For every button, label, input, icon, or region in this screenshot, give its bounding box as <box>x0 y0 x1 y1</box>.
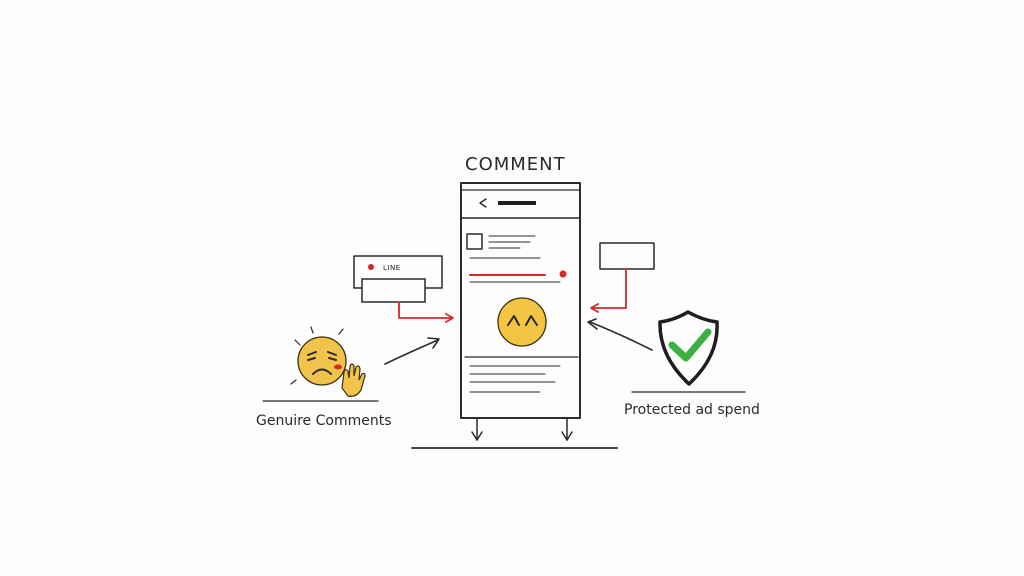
happy-face-icon <box>497 297 547 347</box>
left-caption: Genuire Comments <box>256 413 392 429</box>
header-title-bar <box>498 201 536 205</box>
diagram-title: COMMENT <box>465 154 566 175</box>
back-arrow-icon <box>479 198 487 208</box>
right-caption: Protected ad spend <box>624 402 760 418</box>
down-arrow-icon <box>471 431 483 441</box>
phone-mockup <box>460 182 581 441</box>
input-box <box>361 278 426 303</box>
avatar-placeholder-icon <box>466 233 483 250</box>
right-box-group <box>590 242 655 313</box>
down-arrow-icon <box>561 431 573 441</box>
shield-check-icon <box>658 310 719 386</box>
red-arrow-icon <box>590 303 599 313</box>
right-label-box <box>599 242 655 270</box>
right-arrow <box>589 321 653 351</box>
red-arrow-icon <box>445 313 454 323</box>
frustrated-face-icon <box>290 326 366 397</box>
arrow-head-icon <box>587 318 598 330</box>
left-arrow <box>384 339 439 365</box>
line-label: LINE <box>383 264 401 272</box>
red-dot-icon <box>368 264 374 270</box>
left-box-group: LINE <box>353 255 454 323</box>
red-dot-indicator <box>559 270 567 278</box>
arrow-head-icon <box>427 337 440 349</box>
